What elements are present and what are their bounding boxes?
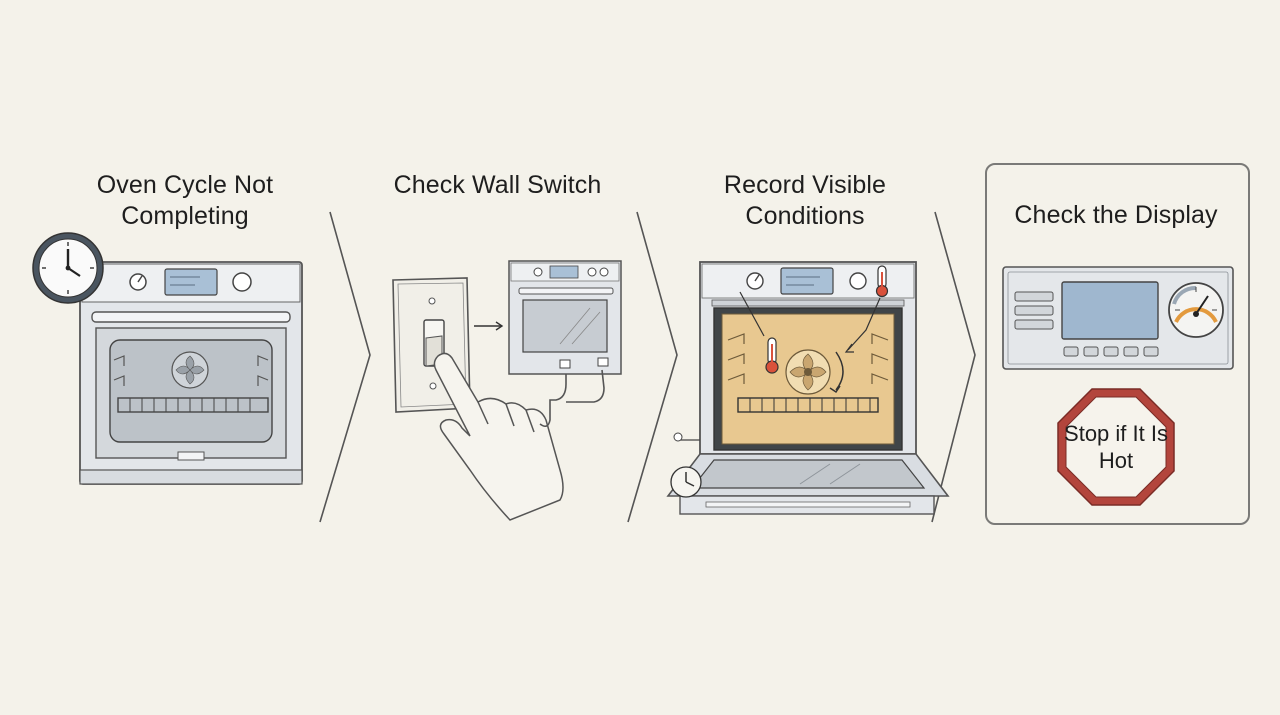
oven-icon [508, 260, 622, 428]
step-title-1: Oven Cycle Not Completing [96, 171, 274, 230]
stop-sign-text: Stop if It Is Hot [1064, 421, 1168, 473]
step-title-2: Check Wall Switch [393, 171, 602, 199]
gauge-icon [1168, 282, 1224, 338]
chevron-right-icon [931, 211, 976, 523]
final-step-panel [985, 163, 1250, 525]
thermometer-icon [739, 291, 779, 374]
chevron-right-icon [319, 211, 371, 523]
stop-sign-icon [1057, 388, 1175, 506]
fan-icon [785, 349, 844, 395]
chevron-right-icon [627, 211, 678, 523]
step-title-4: Check the Display [1014, 201, 1218, 229]
oven-icon [666, 261, 950, 515]
clock-icon [670, 432, 702, 498]
thermometer-icon [844, 265, 889, 353]
arrow-icon [474, 321, 504, 331]
step-title-3: Record Visible Conditions [723, 171, 887, 230]
oven-icon [79, 261, 303, 485]
hand-pointer-icon [433, 352, 564, 521]
clock-icon [32, 232, 104, 304]
